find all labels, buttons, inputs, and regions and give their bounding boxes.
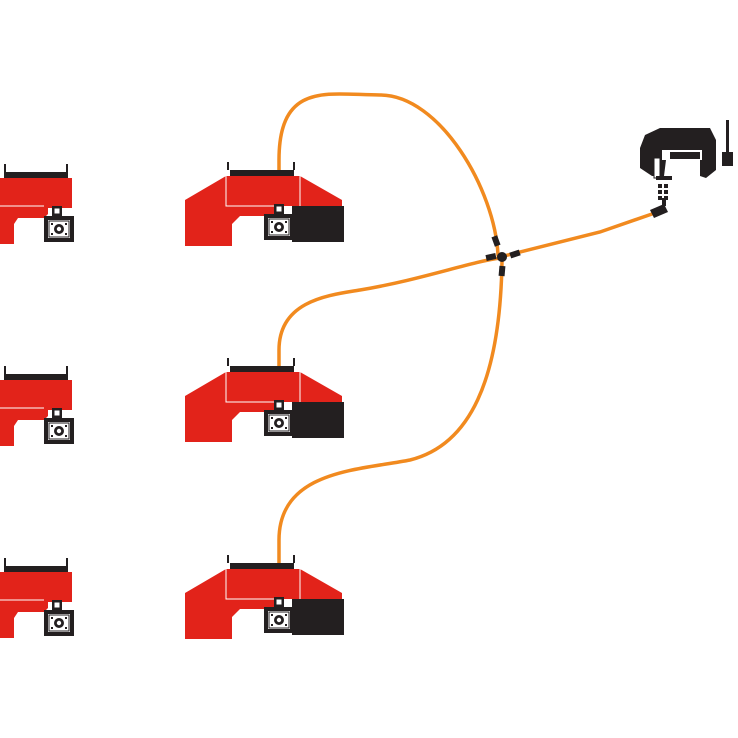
wireless-receiver-icon	[640, 120, 733, 218]
cable-junction-icon	[485, 235, 521, 277]
partial-machine-row-3	[0, 558, 74, 638]
press-brake-icon	[185, 162, 344, 246]
cable-machine-3	[277, 260, 504, 602]
machine-row-1	[185, 162, 344, 246]
partial-machine-row-2	[0, 366, 74, 446]
cable-receiver	[502, 212, 654, 258]
press-brake-partial-icon	[0, 164, 74, 244]
cable-network	[277, 92, 654, 602]
press-brake-partial-icon	[0, 558, 74, 638]
press-brake-icon	[185, 358, 344, 442]
partial-machine-row-1	[0, 164, 74, 244]
machine-row-2	[185, 358, 344, 442]
machine-row-3	[185, 555, 344, 639]
press-brake-partial-icon	[0, 366, 74, 446]
cable-machine-2	[277, 256, 502, 404]
cable-machine-1	[277, 92, 500, 257]
press-brake-icon	[185, 555, 344, 639]
